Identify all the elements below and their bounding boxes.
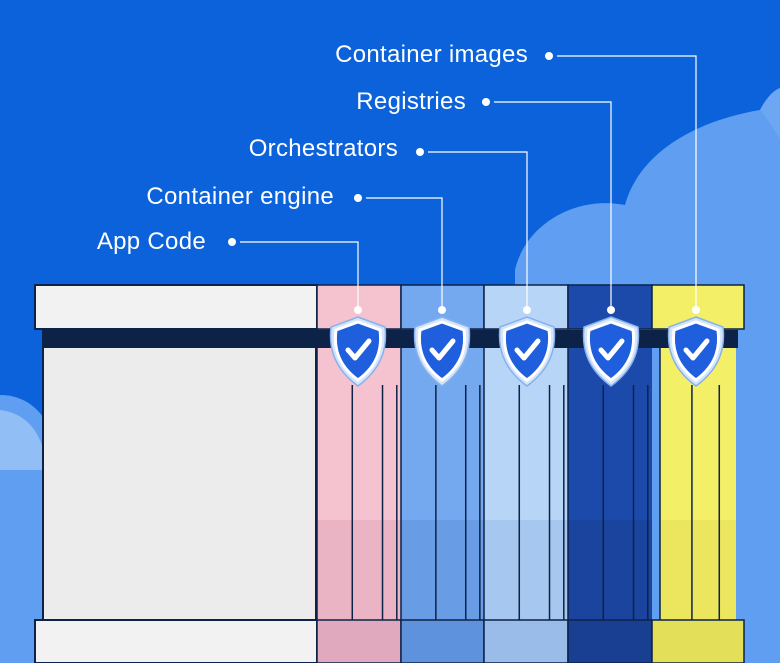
layer-cap-bottom [316,619,402,663]
shield-check-icon [667,316,725,387]
connector-line [240,241,359,308]
connector-container-images [545,52,700,314]
label-container-engine: Container engine [146,183,334,210]
layer-shaft-shade [317,520,401,620]
base-column [42,329,317,621]
connector-line [494,101,612,308]
shield-check-icon [413,316,471,387]
label-orchestrators: Orchestrators [248,135,398,162]
connector-orchestrators [416,148,531,314]
layer-cap-bottom [651,619,745,663]
shields [329,316,725,387]
layer-shaft-shade [401,520,484,620]
connector-dot [228,238,236,246]
cloud-right-highlight [760,88,780,140]
label-container-images: Container images [335,41,528,68]
connector-container-engine [354,194,446,314]
connector-app-code [228,238,362,314]
layer-cap-bottom [483,619,569,663]
connector-end-dot [523,306,531,314]
base-bottom-cap [34,619,318,663]
layer-shaft-shade [484,520,568,620]
connector-registries [482,98,615,314]
base-top-cap [34,284,318,330]
label-app-code: App Code [96,228,206,255]
connector-dot [545,52,553,60]
layer-registries [567,284,653,663]
cloud-left-light [0,410,42,470]
connector-lines [228,52,700,314]
layer-shaft-shade [568,520,652,620]
layer-orchestrators [483,284,569,663]
connector-end-dot [692,306,700,314]
connector-line [366,197,443,308]
shield-check-icon [582,316,640,387]
connector-end-dot [607,306,615,314]
connector-end-dot [354,306,362,314]
layer-container-images [651,284,745,663]
shield-check-icon [498,316,556,387]
connector-line [428,151,528,308]
connector-dot [354,194,362,202]
dark-band [43,330,738,348]
connector-dot [416,148,424,156]
label-registries: Registries [356,88,466,115]
connector-line [557,55,697,308]
layer-cap-bottom [400,619,485,663]
shield-check-icon [329,316,387,387]
layer-shaft-shade [660,520,736,620]
connector-dot [482,98,490,106]
layer-cap-bottom [567,619,653,663]
connector-end-dot [438,306,446,314]
